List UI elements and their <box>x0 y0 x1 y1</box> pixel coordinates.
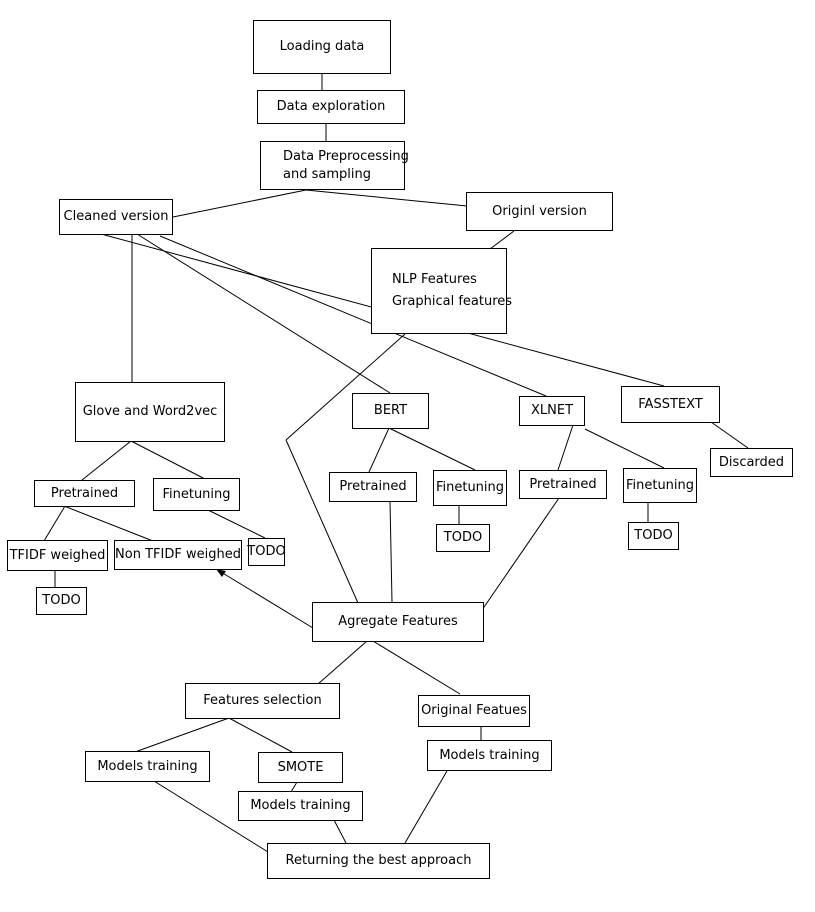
edge-cleaned-bert <box>136 233 391 394</box>
node-label: Returning the best approach <box>285 853 472 868</box>
node-original-features: Original Featues <box>418 695 530 727</box>
node-glove-finetuning: Finetuning <box>153 478 240 511</box>
node-cleaned-version: Cleaned version <box>59 199 173 235</box>
node-label: TODO <box>443 530 483 545</box>
node-label: TODO <box>247 544 286 559</box>
edge-glove-pretrained <box>81 440 132 481</box>
node-xlnet: XLNET <box>519 396 585 426</box>
edge-glove-pretrained-tfidf <box>43 505 66 542</box>
edge-prep-cleaned <box>172 189 307 218</box>
node-label: Originl version <box>492 203 587 219</box>
node-label-line-2: Graphical features <box>392 294 513 309</box>
edge-aggregate-nontfidf <box>215 568 314 629</box>
node-xlnet-pretrained: Pretrained <box>519 470 607 499</box>
node-label: Pretrained <box>339 479 407 494</box>
node-label: TODO <box>634 528 673 543</box>
node-label: FASSTEXT <box>638 396 703 412</box>
node-todo-bert-finetuning: TODO <box>436 524 490 552</box>
edge-original-nlp <box>489 230 515 250</box>
node-label: TODO <box>42 593 81 608</box>
edge-aggregate-origfeat <box>372 640 461 695</box>
node-label: Pretrained <box>50 485 119 501</box>
node-label: Finetuning <box>625 477 695 493</box>
edge-glove-finetuning-todo <box>207 509 266 539</box>
edge-glove-pretrained-nontfidf <box>63 505 154 542</box>
edge-xlnet-pretrained-aggregate <box>481 497 560 611</box>
edge-xlnet-pretrained <box>557 424 574 471</box>
node-label: Original Featues <box>421 703 527 718</box>
node-label: Agregate Features <box>338 614 458 629</box>
node-label: BERT <box>373 403 408 418</box>
node-todo-xlnet-finetuning: TODO <box>628 522 679 550</box>
arrowhead-nontfidf <box>216 569 226 577</box>
node-label: Discarded <box>718 454 785 470</box>
node-label: Cleaned version <box>63 209 169 224</box>
node-returning-best-approach: Returning the best approach <box>267 843 490 879</box>
edge-bert-pretrained-aggregate <box>389 500 393 603</box>
node-original-version: Originl version <box>466 192 613 231</box>
node-bert-pretrained: Pretrained <box>329 472 417 502</box>
node-label-line-2: and sampling <box>283 166 371 182</box>
edge-smote-models <box>290 781 298 793</box>
node-features-selection: Features selection <box>185 683 340 719</box>
node-label: Models training <box>439 747 540 763</box>
node-aggregate-features: Agregate Features <box>312 602 484 642</box>
edge-featsel-smote <box>228 717 293 753</box>
node-smote: SMOTE <box>258 752 343 783</box>
edge-aggregate-featsel <box>317 640 368 685</box>
node-label: TFIDF weighed <box>9 547 106 563</box>
node-label-line-1: Data Preprocessing <box>283 148 409 164</box>
edge-models-smote-best <box>333 819 347 844</box>
node-label: Glove and Word2vec <box>82 404 218 419</box>
edge-models-right-best <box>404 770 448 844</box>
edge-xlnet-finetuning <box>584 428 665 469</box>
node-glove-pretrained: Pretrained <box>34 480 135 507</box>
edge-bert-pretrained <box>368 427 390 473</box>
edge-cleaned-xlnet <box>159 235 547 397</box>
node-glove-word2vec: Glove and Word2vec <box>75 382 225 442</box>
edge-glove-finetuning <box>130 440 206 480</box>
node-tfidf-weighed: TFIDF weighed <box>7 540 108 571</box>
edge-nlp-aggregate-2 <box>285 439 359 604</box>
node-label: Pretrained <box>529 476 597 492</box>
node-models-training-smote: Models training <box>238 791 363 821</box>
node-data-preprocessing: Data Preprocessing and sampling <box>260 141 409 190</box>
node-bert: BERT <box>352 393 429 429</box>
node-label: Finetuning <box>162 486 231 502</box>
node-discarded: Discarded <box>710 448 793 477</box>
edge-bert-finetuning <box>388 427 476 471</box>
node-label: Loading data <box>279 39 365 54</box>
node-label: Non TFIDF weighed <box>115 547 241 562</box>
node-label: SMOTE <box>277 759 324 775</box>
node-bert-finetuning: Finetuning <box>433 470 507 506</box>
node-todo-glove-finetuning: TODO <box>247 538 286 566</box>
edge-nlp-aggregate <box>285 333 406 441</box>
edge-prep-original <box>305 189 468 207</box>
node-models-training-right: Models training <box>427 740 552 771</box>
node-xlnet-finetuning: Finetuning <box>623 468 697 503</box>
arrowheads <box>216 569 226 577</box>
edge-fasttext-discarded <box>710 421 749 449</box>
node-fasttext: FASSTEXT <box>621 386 720 423</box>
node-label-line-1: NLP Features <box>392 272 477 287</box>
node-label: XLNET <box>530 403 574 418</box>
node-data-exploration: Data exploration <box>257 90 405 124</box>
node-label: Models training <box>97 758 198 774</box>
node-non-tfidf-weighed: Non TFIDF weighed <box>114 540 242 570</box>
node-label: Finetuning <box>435 480 505 495</box>
node-label: Features selection <box>203 693 322 708</box>
node-models-training-left: Models training <box>85 751 210 782</box>
node-todo-tfidf: TODO <box>36 587 87 615</box>
node-loading-data: Loading data <box>253 20 391 74</box>
node-label: Data exploration <box>276 99 386 114</box>
node-label: Models training <box>250 798 351 813</box>
edge-models-left-best <box>153 780 269 853</box>
edge-featsel-models <box>134 717 230 753</box>
